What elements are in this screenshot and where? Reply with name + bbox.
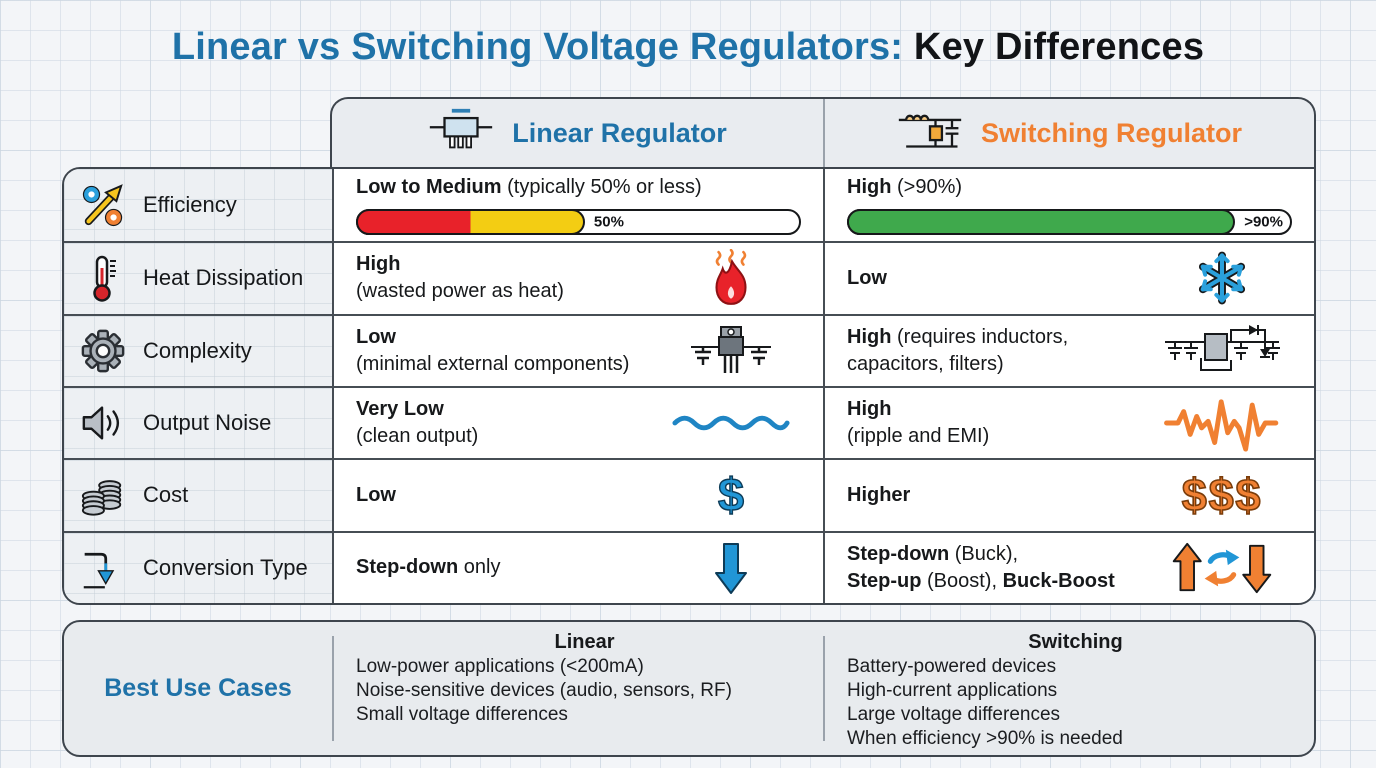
conversion-switching-line2: Step-up (Boost), Buck-Boost: [847, 569, 1115, 592]
usecases-linear-heading: Linear: [554, 631, 615, 653]
cost-linear-line1: Low: [356, 483, 396, 506]
table-header-row: Linear Regulator Switching Regulator: [330, 97, 1316, 167]
complexity-switching-line1: High (requires inductors,: [847, 325, 1069, 348]
header-linear-label: Linear Regulator: [512, 117, 727, 148]
header-switching-regulator: Switching Regulator: [823, 99, 1314, 167]
row-label-text: Conversion Type: [143, 554, 308, 580]
efficiency-bar-linear-fill: [356, 209, 585, 236]
row-label-output-noise: Output Noise: [64, 386, 332, 459]
cell-noise-switching: High (ripple and EMI): [823, 386, 1314, 459]
efficiency-bar-switching: >90%: [847, 209, 1292, 236]
row-label-text: Output Noise: [143, 410, 272, 436]
row-label-heat-dissipation: Heat Dissipation: [64, 241, 332, 314]
svg-text:$$$: $$$: [1182, 470, 1262, 521]
complexity-linear-line2: (minimal external components): [356, 352, 630, 375]
noise-switching-line2: (ripple and EMI): [847, 425, 990, 448]
cell-cost-linear: Low $: [332, 458, 823, 531]
title-part-dark: Key Differences: [913, 26, 1205, 68]
to220-package-icon: [661, 322, 801, 380]
switching-circuit-icon: [897, 107, 963, 160]
flame-icon: [661, 249, 801, 307]
heat-linear-line1: High: [356, 253, 401, 276]
row-label-conversion-type: Conversion Type: [64, 530, 332, 603]
triple-dollar-icon: $$$: [1152, 467, 1292, 523]
usecases-linear-items: Low-power applications (<200mA)Noise-sen…: [356, 656, 732, 726]
efficiency-icon: [78, 182, 128, 228]
efficiency-bar-switching-fill: [847, 209, 1235, 236]
cell-efficiency-linear: Low to Medium (typically 50% or less) 50…: [332, 169, 823, 242]
best-use-cases-label: Best Use Cases: [104, 674, 292, 702]
efficiency-bar-linear: 50%: [356, 209, 801, 236]
usecases-switching-heading: Switching: [1028, 631, 1123, 653]
cell-conversion-linear: Step-down only: [332, 530, 823, 603]
noise-linear-line2: (clean output): [356, 425, 479, 448]
step-down-icon: [78, 545, 128, 591]
dollar-icon: $: [661, 467, 801, 523]
best-use-cases-panel: Best Use Cases Linear Low-power applicat…: [62, 620, 1316, 757]
row-label-cost: Cost: [64, 458, 332, 531]
speaker-icon: [78, 403, 128, 443]
row-label-text: Efficiency: [143, 192, 237, 218]
smooth-wave-icon: [661, 410, 801, 436]
header-linear-regulator: Linear Regulator: [332, 99, 823, 167]
complexity-switching-line2: capacitors, filters): [847, 352, 1004, 375]
up-down-cycle-icon: [1152, 540, 1292, 596]
down-arrow-icon: [661, 541, 801, 595]
conversion-linear-line1: Step-down only: [356, 556, 501, 579]
noisy-wave-icon: [1152, 392, 1292, 454]
row-label-text: Cost: [143, 482, 189, 508]
svg-text:$: $: [718, 469, 744, 521]
noise-switching-line1: High: [847, 398, 892, 421]
efficiency-bar-linear-label: 50%: [593, 213, 624, 231]
row-label-text: Complexity: [143, 337, 252, 363]
snowflake-icon: [1152, 251, 1292, 305]
usecases-linear-column: Linear Low-power applications (<200mA)No…: [334, 622, 823, 755]
cell-heat-linear: High (wasted power as heat): [332, 241, 823, 314]
cell-cost-switching: Higher $$$: [823, 458, 1314, 531]
page-title: Linear vs Switching Voltage Regulators: …: [0, 26, 1376, 69]
header-switching-label: Switching Regulator: [980, 117, 1242, 148]
row-label-text: Heat Dissipation: [143, 265, 304, 291]
table-body: Efficiency Low to Medium (typically 50% …: [62, 167, 1316, 605]
cell-noise-linear: Very Low (clean output): [332, 386, 823, 459]
gear-icon: [78, 328, 128, 374]
cell-complexity-switching: High (requires inductors, capacitors, fi…: [823, 313, 1314, 386]
heat-switching-line1: Low: [847, 266, 887, 289]
linear-chip-icon: [428, 107, 494, 160]
cell-heat-switching: Low: [823, 241, 1314, 314]
cell-conversion-switching: Step-down (Buck), Step-up (Boost), Buck-…: [823, 530, 1314, 603]
thermometer-icon: [78, 254, 128, 303]
usecases-divider: [332, 636, 334, 741]
noise-linear-line1: Very Low: [356, 398, 444, 421]
switching-schematic-icon: [1152, 323, 1292, 379]
efficiency-bar-switching-label: >90%: [1244, 213, 1283, 231]
coins-icon: [78, 471, 128, 519]
heat-linear-line2: (wasted power as heat): [356, 280, 564, 303]
efficiency-linear-text: Low to Medium (typically 50% or less): [356, 176, 702, 199]
cost-switching-line1: Higher: [847, 483, 911, 506]
cell-complexity-linear: Low (minimal external components): [332, 313, 823, 386]
efficiency-switching-text: High (>90%): [847, 176, 963, 199]
comparison-table: Linear Regulator Switching Regulator: [62, 97, 1316, 605]
usecases-divider: [823, 636, 825, 741]
cell-efficiency-switching: High (>90%) >90%: [823, 169, 1314, 242]
row-label-efficiency: Efficiency: [64, 169, 332, 242]
conversion-switching-line1: Step-down (Buck),: [847, 542, 1019, 565]
complexity-linear-line1: Low: [356, 325, 396, 348]
row-label-complexity: Complexity: [64, 313, 332, 386]
title-part-blue: Linear vs Switching Voltage Regulators:: [171, 26, 904, 68]
